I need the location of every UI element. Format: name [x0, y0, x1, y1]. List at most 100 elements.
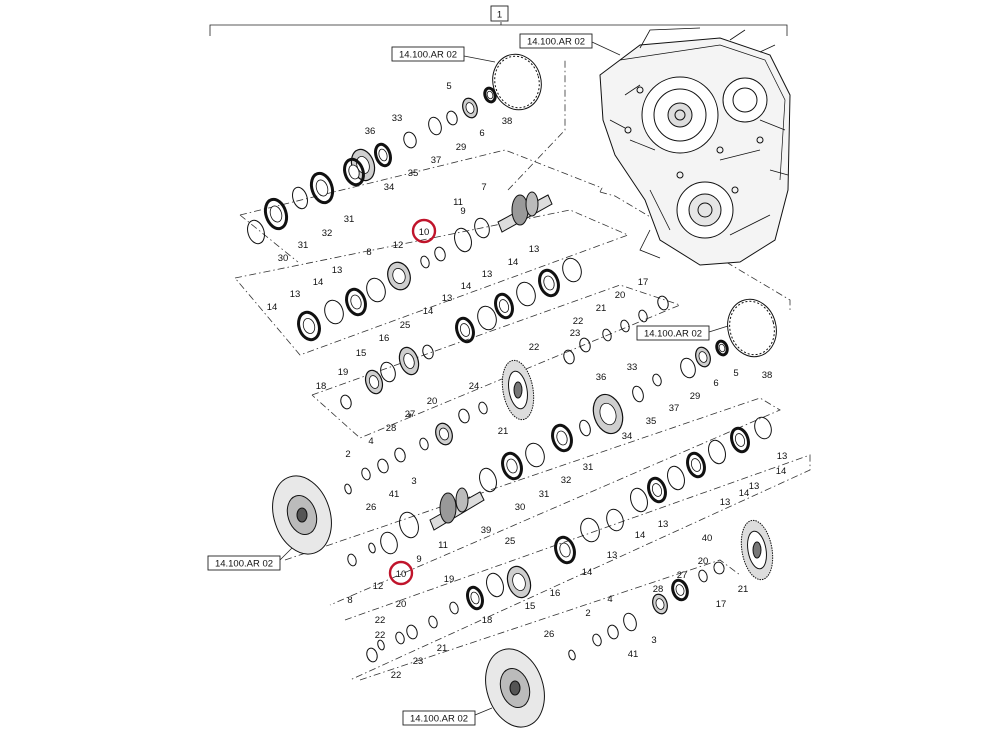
part-number-callout[interactable]: 13 — [482, 269, 493, 280]
part-number-callout[interactable]: 33 — [627, 362, 638, 373]
part-number-callout[interactable]: 12 — [393, 240, 404, 251]
part-number-callout[interactable]: 15 — [356, 348, 367, 359]
part-number-callout[interactable]: 14 — [582, 567, 593, 578]
part-number-callout[interactable]: 30 — [278, 253, 289, 264]
part-number-callout[interactable]: 9 — [460, 206, 465, 217]
part-number-callout[interactable]: 16 — [379, 333, 390, 344]
part-number-callout[interactable]: 13 — [777, 451, 788, 462]
part-number-callout[interactable]: 3 — [651, 635, 656, 646]
part-number-callout[interactable]: 31 — [344, 214, 355, 225]
part-number-callout[interactable]: 7 — [481, 182, 486, 193]
part-number-callout[interactable]: 12 — [373, 581, 384, 592]
part-number-callout[interactable]: 17 — [638, 277, 649, 288]
part-number-callout[interactable]: 27 — [677, 570, 688, 581]
part-number-callout[interactable]: 21 — [498, 426, 509, 437]
part-number-callout[interactable]: 2 — [345, 449, 350, 460]
part-number-callout[interactable]: 8 — [347, 595, 352, 606]
part-number-callout[interactable]: 2 — [585, 608, 590, 619]
part-number-callout[interactable]: 28 — [386, 423, 397, 434]
part-number-callout[interactable]: 34 — [622, 431, 633, 442]
part-number-callout[interactable]: 13 — [529, 244, 540, 255]
highlighted-callout-lower[interactable]: 10 — [396, 569, 407, 580]
part-number-callout[interactable]: 13 — [658, 519, 669, 530]
part-number-callout[interactable]: 16 — [550, 588, 561, 599]
part-number-callout[interactable]: 13 — [290, 289, 301, 300]
part-number-callout[interactable]: 38 — [502, 116, 513, 127]
part-number-callout[interactable]: 37 — [431, 155, 442, 166]
part-number-callout[interactable]: 30 — [515, 502, 526, 513]
reference-code-1[interactable]: 14.100.AR 02 — [399, 50, 457, 61]
part-number-callout[interactable]: 26 — [366, 502, 377, 513]
part-number-callout[interactable]: 35 — [408, 168, 419, 179]
part-number-callout[interactable]: 37 — [669, 403, 680, 414]
part-number-callout[interactable]: 14 — [739, 488, 750, 499]
part-number-callout[interactable]: 3 — [411, 476, 416, 487]
reference-code-3[interactable]: 14.100.AR 02 — [644, 329, 702, 340]
part-number-callout[interactable]: 22 — [573, 316, 584, 327]
part-number-callout[interactable]: 22 — [375, 630, 386, 641]
part-number-callout[interactable]: 15 — [525, 601, 536, 612]
part-number-callout[interactable]: 19 — [338, 367, 349, 378]
part-number-callout[interactable]: 31 — [539, 489, 550, 500]
reference-code-2[interactable]: 14.100.AR 02 — [527, 37, 585, 48]
part-number-callout[interactable]: 34 — [384, 182, 395, 193]
part-number-callout[interactable]: 23 — [570, 328, 581, 339]
part-number-callout[interactable]: 14 — [635, 530, 646, 541]
part-number-callout[interactable]: 41 — [628, 649, 639, 660]
part-number-callout[interactable]: 11 — [438, 540, 448, 551]
part-number-callout[interactable]: 20 — [396, 599, 407, 610]
part-number-callout[interactable]: 13 — [720, 497, 731, 508]
part-number-callout[interactable]: 39 — [481, 525, 492, 536]
part-number-callout[interactable]: 11 — [453, 197, 463, 208]
part-number-callout[interactable]: 26 — [544, 629, 555, 640]
part-number-callout[interactable]: 6 — [479, 128, 484, 139]
part-number-callout[interactable]: 32 — [322, 228, 333, 239]
part-number-callout[interactable]: 28 — [653, 584, 664, 595]
part-number-callout[interactable]: 13 — [749, 481, 760, 492]
part-number-callout[interactable]: 33 — [392, 113, 403, 124]
part-number-callout[interactable]: 20 — [615, 290, 626, 301]
part-number-callout[interactable]: 29 — [456, 142, 467, 153]
part-number-callout[interactable]: 22 — [529, 342, 540, 353]
part-number-callout[interactable]: 17 — [716, 599, 727, 610]
part-number-callout[interactable]: 9 — [416, 554, 421, 565]
part-number-callout[interactable]: 5 — [733, 368, 738, 379]
part-number-callout[interactable]: 20 — [698, 556, 709, 567]
reference-code-4[interactable]: 14.100.AR 02 — [215, 559, 273, 570]
part-number-callout[interactable]: 22 — [375, 615, 386, 626]
part-number-callout[interactable]: 14 — [776, 466, 787, 477]
part-number-callout[interactable]: 27 — [405, 409, 416, 420]
part-number-callout[interactable]: 36 — [365, 126, 376, 137]
part-number-callout[interactable]: 21 — [437, 643, 448, 654]
part-number-callout[interactable]: 4 — [368, 436, 373, 447]
part-number-callout[interactable]: 14 — [423, 306, 434, 317]
part-number-callout[interactable]: 19 — [444, 574, 455, 585]
highlighted-callout-upper[interactable]: 10 — [419, 227, 430, 238]
part-number-callout[interactable]: 29 — [690, 391, 701, 402]
part-number-callout[interactable]: 13 — [442, 293, 453, 304]
part-number-callout[interactable]: 24 — [469, 381, 480, 392]
part-number-callout[interactable]: 14 — [313, 277, 324, 288]
part-number-callout[interactable]: 40 — [702, 533, 713, 544]
part-number-callout[interactable]: 18 — [316, 381, 327, 392]
part-number-callout[interactable]: 13 — [607, 550, 618, 561]
part-number-callout[interactable]: 31 — [583, 462, 594, 473]
part-number-callout[interactable]: 5 — [446, 81, 451, 92]
reference-code-5[interactable]: 14.100.AR 02 — [410, 714, 468, 725]
part-number-callout[interactable]: 6 — [713, 378, 718, 389]
part-number-callout[interactable]: 14 — [508, 257, 519, 268]
part-number-callout[interactable]: 38 — [762, 370, 773, 381]
part-number-callout[interactable]: 31 — [298, 240, 309, 251]
part-number-callout[interactable]: 23 — [413, 656, 424, 667]
part-number-callout[interactable]: 8 — [366, 247, 371, 258]
part-number-callout[interactable]: 4 — [607, 594, 612, 605]
part-number-callout[interactable]: 36 — [596, 372, 607, 383]
part-number-callout[interactable]: 21 — [738, 584, 749, 595]
part-number-callout[interactable]: 32 — [561, 475, 572, 486]
part-number-callout[interactable]: 14 — [461, 281, 472, 292]
part-number-callout[interactable]: 20 — [427, 396, 438, 407]
part-number-callout[interactable]: 25 — [400, 320, 411, 331]
assembly-callout[interactable]: 1 — [497, 10, 502, 21]
part-number-callout[interactable]: 41 — [389, 489, 400, 500]
part-number-callout[interactable]: 21 — [596, 303, 607, 314]
